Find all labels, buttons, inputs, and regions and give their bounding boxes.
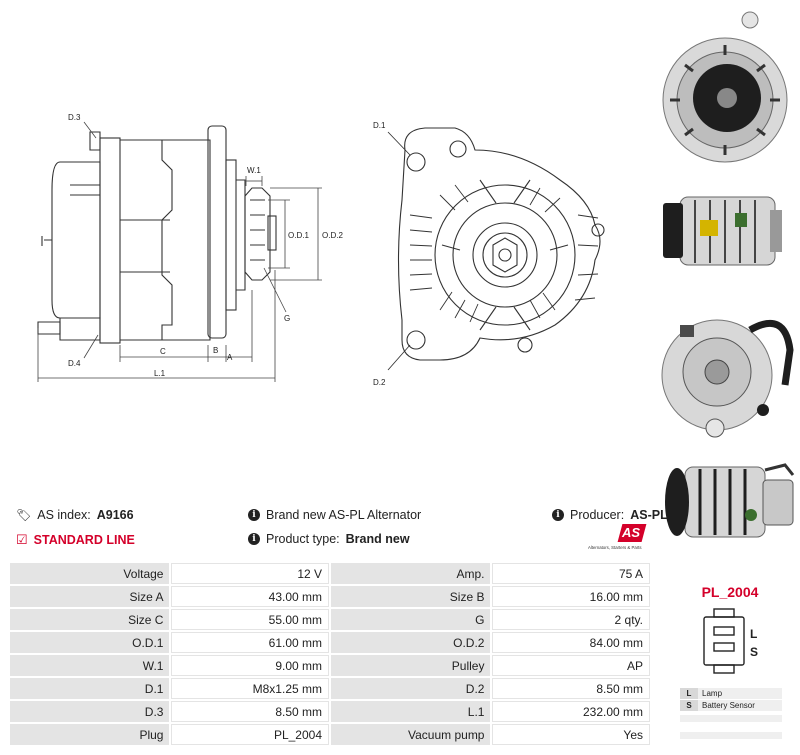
legend-key: S (680, 700, 698, 711)
spec-label: Amp. (331, 563, 491, 584)
legend-desc: Lamp (698, 688, 782, 699)
legend-row: L Lamp (680, 688, 782, 699)
spec-label: O.D.2 (331, 632, 491, 653)
spec-label: L.1 (331, 701, 491, 722)
spec-label: Plug (10, 724, 170, 745)
spec-value: AP (492, 655, 650, 676)
product-type-value: Brand new (345, 532, 410, 546)
spec-label: D.2 (331, 678, 491, 699)
legend-desc: Battery Sensor (698, 700, 782, 711)
spec-label: D.1 (10, 678, 170, 699)
spec-label: Size A (10, 586, 170, 607)
producer-value: AS-PL (630, 508, 668, 522)
info-icon: i (552, 509, 564, 521)
standard-line: ☑ STANDARD LINE (16, 532, 135, 548)
spec-value: 2 qty. (492, 609, 650, 630)
plug-connector-diagram: L S (703, 608, 758, 674)
spec-label: O.D.1 (10, 632, 170, 653)
tags-icon: 🏷︎ (16, 508, 32, 522)
spec-label: Size C (10, 609, 170, 630)
as-index-label: AS index: (37, 508, 91, 522)
spec-value: 75 A (492, 563, 650, 584)
description-text: Brand new AS-PL Alternator (266, 508, 422, 522)
spec-value: PL_2004 (171, 724, 329, 745)
label-l1: L.1 (154, 369, 166, 378)
product-photo-top (655, 455, 800, 550)
spec-value: M8x1.25 mm (171, 678, 329, 699)
spec-value: 84.00 mm (492, 632, 650, 653)
standard-line-label: STANDARD LINE (33, 533, 135, 547)
product-type: i Product type: Brand new (248, 532, 410, 546)
label-a: A (227, 353, 233, 362)
plug-code: PL_2004 (701, 584, 759, 600)
label-d3: D.3 (68, 113, 81, 122)
as-pl-logo: AS Alternators, Starters & Parts (588, 524, 652, 552)
spec-value: 55.00 mm (171, 609, 329, 630)
spec-label: G (331, 609, 491, 630)
label-d1: D.1 (373, 121, 386, 130)
product-type-label: Product type: (266, 532, 340, 546)
label-w1: W.1 (247, 166, 261, 175)
label-d4: D.4 (68, 359, 81, 368)
spec-value: 232.00 mm (492, 701, 650, 722)
pin-legend: L Lamp S Battery Sensor (680, 688, 782, 739)
logo-tagline: Alternators, Starters & Parts (588, 545, 642, 550)
spec-value: Yes (492, 724, 650, 745)
legend-empty-row (680, 715, 782, 722)
as-index: 🏷︎ AS index: A9166 (16, 508, 134, 522)
info-icon: i (248, 533, 260, 545)
legend-key: L (680, 688, 698, 699)
label-od2: O.D.2 (322, 231, 343, 240)
spec-value: 8.50 mm (171, 701, 329, 722)
spec-value: 9.00 mm (171, 655, 329, 676)
label-b: B (213, 346, 218, 355)
spec-label: Pulley (331, 655, 491, 676)
label-d2: D.2 (373, 378, 386, 387)
description: i Brand new AS-PL Alternator (248, 508, 421, 522)
logo-text: AS (621, 525, 641, 540)
spec-label: Size B (331, 586, 491, 607)
spec-label: W.1 (10, 655, 170, 676)
as-index-value: A9166 (96, 508, 134, 522)
pin-label-s: S (750, 645, 758, 659)
pin-label-l: L (750, 627, 757, 641)
label-od1: O.D.1 (288, 231, 309, 240)
product-photo-side (655, 185, 800, 285)
spec-value: 8.50 mm (492, 678, 650, 699)
spec-label: Voltage (10, 563, 170, 584)
spec-value: 12 V (171, 563, 329, 584)
info-icon: i (248, 509, 260, 521)
producer-label: Producer: (570, 508, 625, 522)
legend-empty-row (680, 732, 782, 739)
spec-label: Vacuum pump (331, 724, 491, 745)
producer: i Producer: AS-PL (552, 508, 668, 522)
spec-label: D.3 (10, 701, 170, 722)
technical-drawing: D.3 D.4 W.1 O.D.1 O.D.2 G C B A L.1 D.1 … (37, 113, 605, 387)
label-g: G (284, 314, 290, 323)
spec-value: 61.00 mm (171, 632, 329, 653)
spec-value: 16.00 mm (492, 586, 650, 607)
product-photo-rear (655, 290, 800, 450)
label-c: C (160, 347, 166, 356)
spec-value: 43.00 mm (171, 586, 329, 607)
legend-row: S Battery Sensor (680, 700, 782, 711)
checkbox-icon: ☑ (16, 532, 28, 547)
product-photo-front (655, 5, 800, 185)
